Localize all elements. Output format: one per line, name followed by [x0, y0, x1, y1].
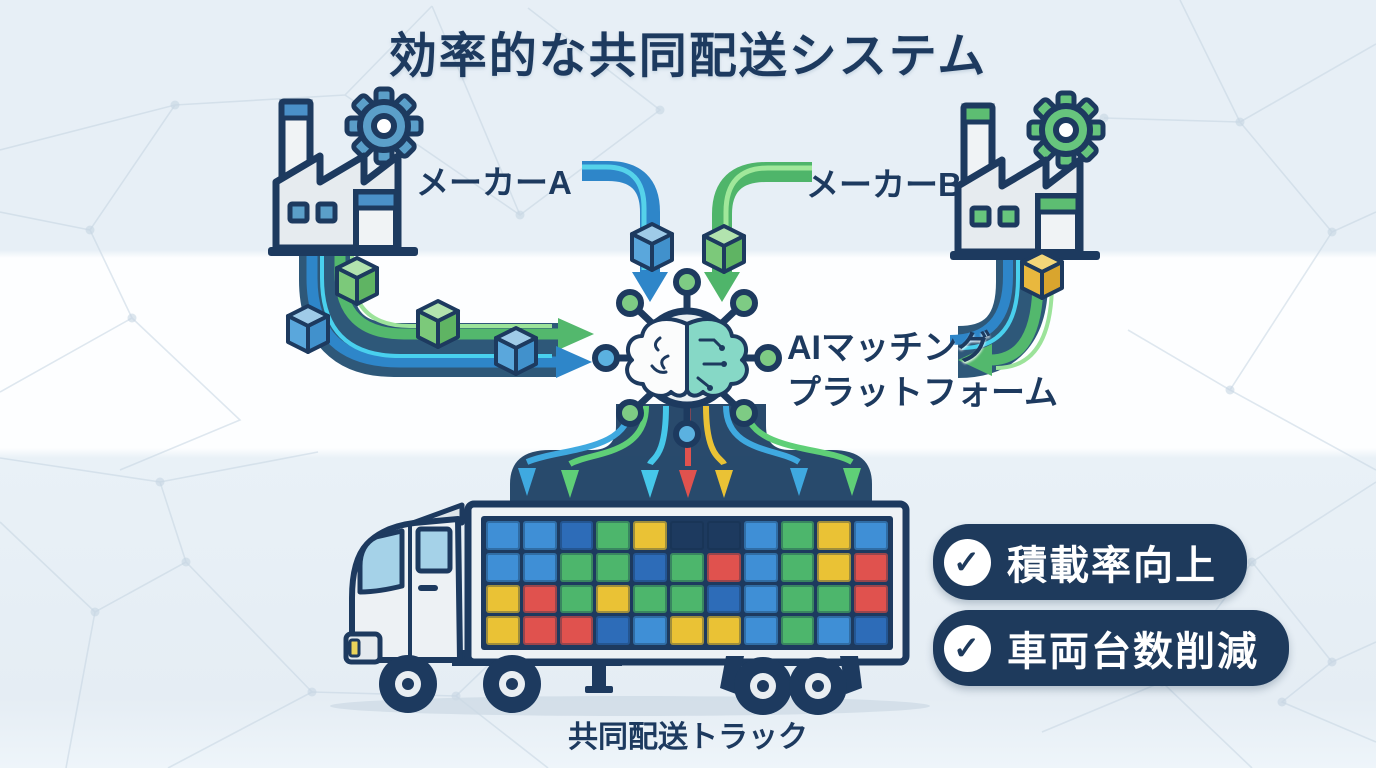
cargo-block	[743, 584, 778, 614]
cargo-block	[633, 521, 668, 550]
package-icons	[286, 222, 1064, 376]
benefit-badge-vehicle-reduction: ✓ 車両台数削減	[933, 610, 1289, 686]
funnel-to-truck	[510, 404, 872, 508]
benefit-label: 積載率向上	[1007, 544, 1217, 588]
cargo-block	[743, 616, 778, 645]
cargo-block	[559, 616, 594, 645]
maker-a-label: メーカーA	[416, 164, 572, 201]
cargo-block	[817, 584, 852, 614]
gear-icon	[1026, 90, 1106, 170]
cargo-block	[706, 552, 741, 582]
cargo-block	[780, 616, 815, 645]
cargo-block	[854, 616, 888, 645]
funnel-arrowheads	[518, 468, 861, 498]
cargo-block	[670, 584, 704, 614]
cargo-block	[706, 584, 741, 614]
ai-platform-line2: プラットフォーム	[787, 374, 1058, 412]
cargo-block	[670, 552, 704, 582]
cargo-block	[486, 616, 520, 645]
ai-platform-line1: AIマッチング	[787, 329, 991, 367]
cargo-block	[817, 552, 852, 582]
cargo-block	[817, 616, 852, 645]
cargo-block	[486, 521, 520, 550]
cargo-block	[633, 552, 668, 582]
cargo-block	[522, 584, 557, 614]
cargo-block	[780, 552, 815, 582]
truck-wheels	[379, 655, 847, 715]
cargo-block	[522, 616, 557, 645]
package-icon	[702, 224, 746, 274]
gear-icon	[344, 86, 424, 166]
package-icon	[494, 326, 538, 376]
network-node-icon	[592, 268, 782, 448]
package-icon	[286, 304, 330, 354]
maker-a-down-arrow	[582, 161, 668, 302]
truck-caption: 共同配送トラック	[568, 721, 808, 754]
cargo-block	[706, 521, 741, 550]
cargo-block	[522, 552, 557, 582]
cargo-block	[633, 616, 668, 645]
cargo-block	[559, 584, 594, 614]
cargo-block	[854, 584, 888, 614]
cargo-block	[596, 552, 631, 582]
cargo-block	[743, 552, 778, 582]
cargo-block	[854, 552, 888, 582]
package-icon	[416, 299, 460, 349]
cargo-block	[670, 616, 704, 645]
ai-brain-icon	[625, 317, 749, 398]
maker-b-down-arrow	[704, 162, 812, 302]
factory-a-icon	[268, 86, 424, 256]
check-icon: ✓	[944, 538, 991, 586]
ai-platform-label: AIマッチング プラットフォーム	[787, 326, 1058, 416]
cargo-block	[522, 521, 557, 550]
cargo-block	[596, 616, 631, 645]
package-icon	[1020, 250, 1064, 300]
maker-b-label: メーカーB	[806, 166, 962, 203]
benefit-badge-load-factor: ✓ 積載率向上	[933, 524, 1247, 600]
cargo-block	[559, 521, 594, 550]
cargo-block	[486, 584, 520, 614]
cargo-grid	[483, 518, 891, 648]
truck-cab	[343, 502, 465, 665]
package-icon	[335, 256, 379, 306]
ai-node	[592, 268, 782, 448]
benefit-label: 車両台数削減	[1007, 630, 1259, 674]
cargo-block	[559, 552, 594, 582]
cargo-block	[596, 584, 631, 614]
cargo-block	[706, 616, 741, 645]
cargo-block	[670, 521, 704, 550]
mesh-nodes	[85, 100, 1337, 707]
cargo-block	[633, 584, 668, 614]
cargo-block	[743, 521, 778, 550]
cargo-block	[596, 521, 631, 550]
cargo-block	[817, 521, 852, 550]
cargo-block	[780, 521, 815, 550]
package-icon	[630, 222, 674, 272]
page-title: 効率的な共同配送システム	[388, 30, 988, 83]
cargo-block	[780, 584, 815, 614]
check-icon: ✓	[944, 624, 991, 672]
factory-b-icon	[950, 90, 1106, 260]
cargo-block	[854, 521, 888, 550]
cargo-block	[486, 552, 520, 582]
